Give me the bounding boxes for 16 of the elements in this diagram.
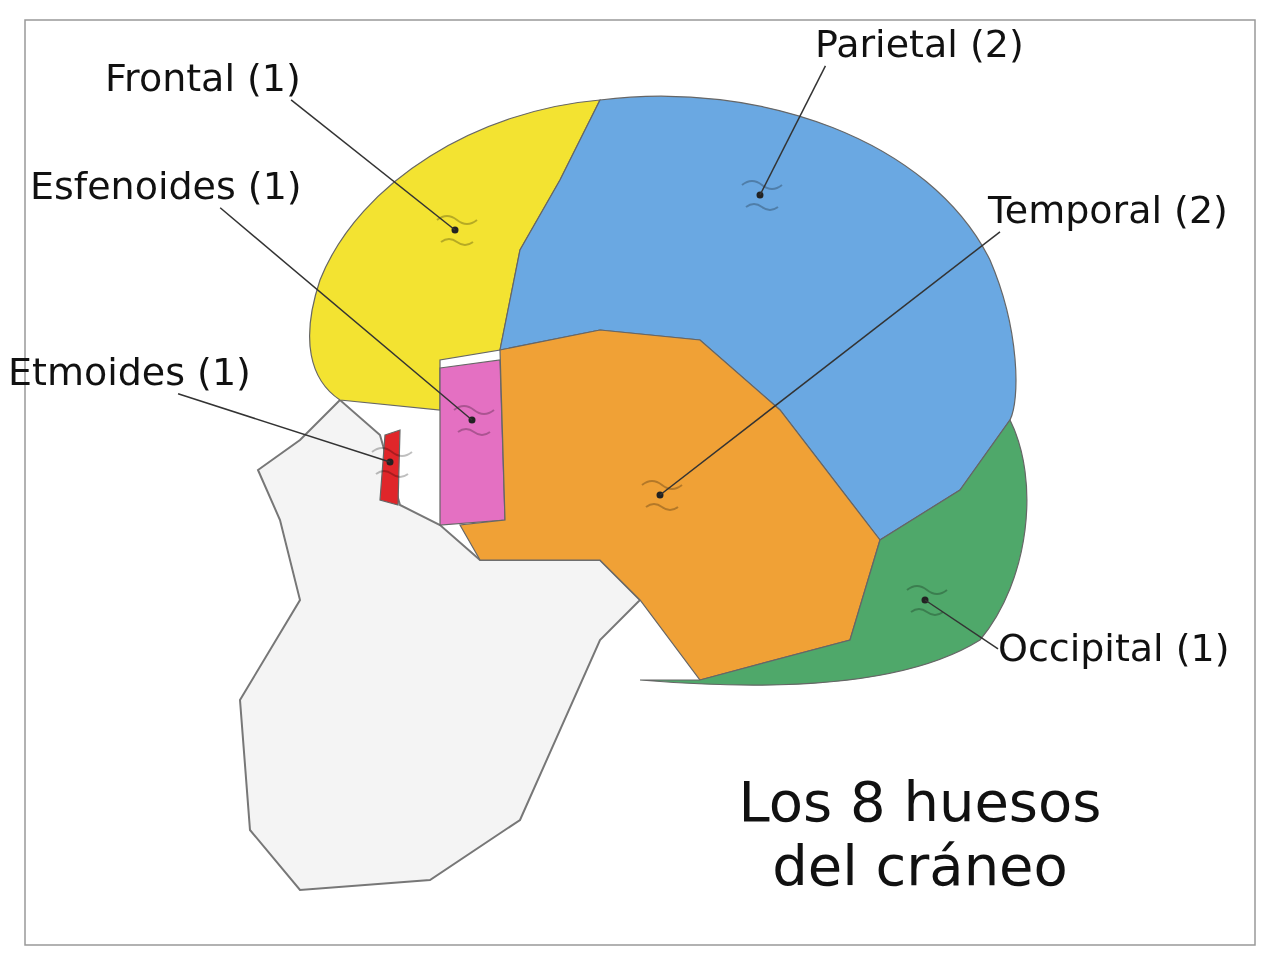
- bone-label: Occipital (1): [998, 628, 1230, 670]
- bone-label: Esfenoides (1): [30, 166, 302, 208]
- leader-line: [219, 207, 473, 421]
- leader-line: [759, 65, 827, 196]
- leader-line: [659, 231, 1001, 496]
- ethmoid-bone: [371, 429, 413, 506]
- leader-line: [290, 99, 456, 231]
- frontal-bone: [309, 99, 601, 411]
- bone-label: Frontal (1): [105, 58, 301, 100]
- sphenoid-bone: [439, 359, 506, 526]
- diagram-title: Los 8 huesos del cráneo: [737, 770, 1103, 899]
- bone-label: Temporal (2): [988, 190, 1228, 232]
- temporal-bone: [459, 329, 881, 681]
- bone-label: Parietal (2): [815, 24, 1024, 66]
- bone-label: Etmoides (1): [8, 352, 251, 394]
- leader-line: [177, 393, 391, 463]
